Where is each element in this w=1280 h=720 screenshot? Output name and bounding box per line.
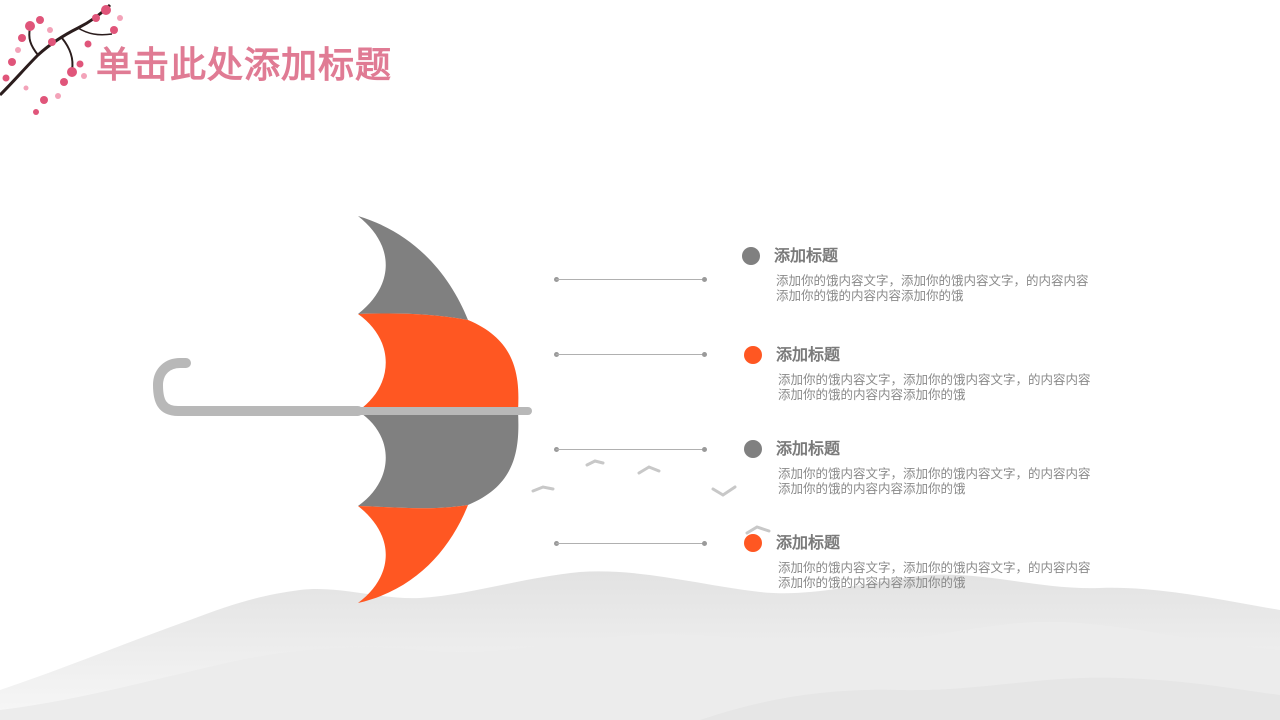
birds-illustration [525,455,785,545]
item-title[interactable]: 添加标题 [776,344,840,366]
item-text[interactable]: 添加你的饿内容文字，添加你的饿内容文字，的内容内容添加你的饿的内容内容添加你的饿 [778,372,1098,402]
page-title[interactable]: 单击此处添加标题 [96,36,392,88]
bullet-dot-icon [744,346,762,364]
bullet-dot-icon [744,440,762,458]
connector-line [554,350,707,360]
connector-line [554,445,707,455]
item-title[interactable]: 添加标题 [774,245,838,267]
connector-line [554,275,707,285]
item-text[interactable]: 添加你的饿内容文字，添加你的饿内容文字，的内容内容添加你的饿的内容内容添加你的饿 [778,466,1098,496]
bullet-dot-icon [742,247,760,265]
bullet-dot-icon [744,534,762,552]
item-title[interactable]: 添加标题 [776,438,840,460]
item-title[interactable]: 添加标题 [776,532,840,554]
umbrella-icon [150,205,550,615]
connector-line [554,539,707,549]
item-text[interactable]: 添加你的饿内容文字，添加你的饿内容文字，的内容内容添加你的饿的内容内容添加你的饿 [778,560,1098,590]
item-text[interactable]: 添加你的饿内容文字，添加你的饿内容文字，的内容内容添加你的饿的内容内容添加你的饿 [776,273,1096,303]
